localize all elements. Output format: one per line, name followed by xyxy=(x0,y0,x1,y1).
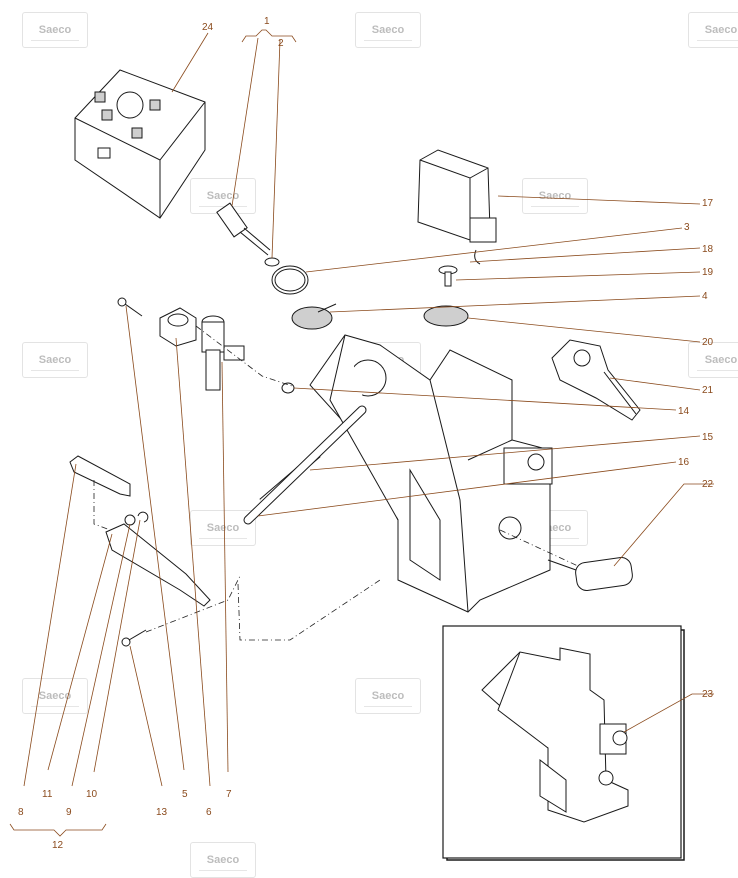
callout-12: 12 xyxy=(52,840,64,851)
callout-19: 19 xyxy=(702,267,714,278)
saeco-watermark: Saeco xyxy=(355,12,421,48)
saeco-watermark: Saeco xyxy=(688,12,738,48)
saeco-watermark: Saeco xyxy=(22,12,88,48)
part-10-clip xyxy=(137,511,149,523)
callout-4: 4 xyxy=(702,291,708,302)
callout-24: 24 xyxy=(202,22,214,33)
part-1-valve xyxy=(216,202,271,256)
part-3-oring-large xyxy=(271,265,309,295)
part-20-mesh xyxy=(423,305,469,327)
callout-5: 5 xyxy=(182,789,188,800)
saeco-watermark: Saeco xyxy=(355,678,421,714)
callout-2: 2 xyxy=(278,38,284,49)
callout-23: 23 xyxy=(702,689,714,700)
callout-15: 15 xyxy=(702,432,714,443)
part-17-hopper xyxy=(417,149,497,243)
callout-1: 1 xyxy=(264,16,270,27)
assembly-lines xyxy=(93,325,579,641)
callout-11: 11 xyxy=(42,789,53,800)
part-24-cover xyxy=(74,69,206,219)
callout-16: 16 xyxy=(678,457,690,468)
callout-numbers: 1 2 3 4 5 6 7 8 9 10 11 12 13 14 15 16 1… xyxy=(18,16,714,851)
callout-7: 7 xyxy=(226,789,232,800)
part-4-filter-disc xyxy=(291,303,337,330)
part-22-knob xyxy=(547,557,633,591)
saeco-watermark: Saeco xyxy=(22,678,88,714)
callout-6: 6 xyxy=(206,807,212,818)
inset-assembled-view xyxy=(442,625,685,861)
callout-3: 3 xyxy=(684,222,690,233)
part-16-rod xyxy=(243,405,367,525)
callout-17: 17 xyxy=(702,198,714,209)
part-8-latch xyxy=(69,455,131,497)
callout-21: 21 xyxy=(702,385,714,396)
part-14-ring xyxy=(281,382,295,394)
part-2-oring-small xyxy=(264,257,280,267)
saeco-watermark: Saeco xyxy=(522,178,588,214)
part-6-holder xyxy=(159,307,197,347)
part-21-bracket xyxy=(551,339,641,421)
callout-10: 10 xyxy=(86,789,98,800)
part-7-nozzle xyxy=(201,315,245,391)
callout-18: 18 xyxy=(702,244,714,255)
part-19-screw xyxy=(438,265,458,287)
saeco-watermark: Saeco xyxy=(22,342,88,378)
part-9-spring xyxy=(124,514,136,526)
callout-13: 13 xyxy=(156,807,168,818)
part-18-clip xyxy=(474,249,481,265)
part-13-screw xyxy=(121,629,147,647)
callout-14: 14 xyxy=(678,406,690,417)
callout-8: 8 xyxy=(18,807,24,818)
saeco-watermark: Saeco xyxy=(688,342,738,378)
callout-9: 9 xyxy=(66,807,72,818)
callout-leaders xyxy=(9,29,714,837)
callout-22: 22 xyxy=(702,479,714,490)
part-5-screw xyxy=(117,297,143,317)
main-frame xyxy=(309,334,553,613)
callout-20: 20 xyxy=(702,337,714,348)
